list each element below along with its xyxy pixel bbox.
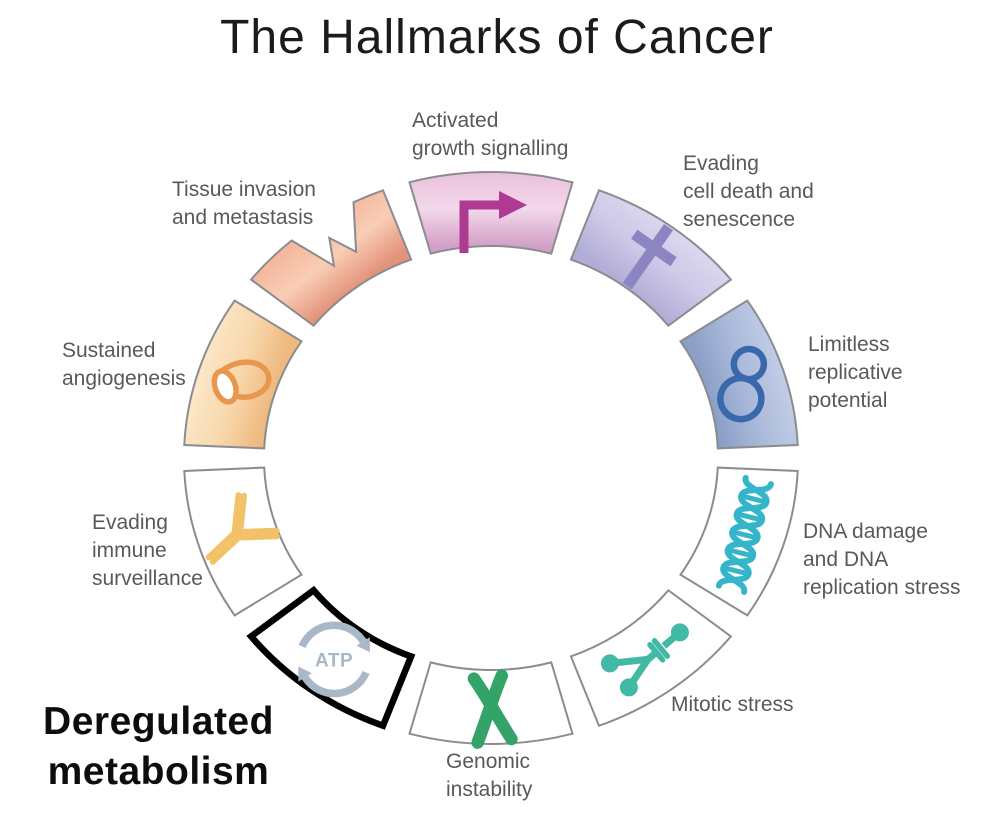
label-dna-damage-and-dna-replication-stress: DNA damage and DNA replication stress (803, 520, 961, 599)
chromosome-icon (467, 669, 518, 749)
dna-helix-icon (715, 474, 774, 595)
label-tissue-invasion-and-metastasis: Tissue invasion and metastasis (172, 178, 316, 229)
atp-text: ATP (315, 650, 353, 671)
label-mitotic-stress: Mitotic stress (671, 693, 794, 716)
deregulated-metabolism-label: Deregulated metabolism (6, 697, 311, 797)
antibody-icon (205, 492, 280, 565)
deregulated-metabolism-label-line2: metabolism (47, 750, 270, 793)
label-activated-growth-signalling: Activated growth signalling (412, 109, 569, 160)
deregulated-metabolism-label-line1: Deregulated (43, 700, 274, 743)
figure-eight-icon (717, 345, 768, 423)
segment-evading-immune-surveillance (183, 466, 303, 617)
label-sustained-angiogenesis: Sustained angiogenesis (62, 339, 186, 390)
segment-sustained-angiogenesis (183, 299, 303, 450)
label-evading-cell-death-and-senescence: Evading cell death and senescence (683, 152, 814, 231)
bent-arrow-icon (459, 191, 527, 253)
label-evading-immune-surveillance: Evading immune surveillance (92, 511, 203, 590)
atp-cycle-icon: ATP (298, 621, 370, 698)
label-genomic-instability: Genomic instability (446, 750, 533, 801)
spindle-icon (600, 623, 689, 697)
vessel-icon (211, 359, 272, 405)
label-limitless-replicative-potential: Limitless replicative potential (808, 333, 903, 412)
segment-tissue-invasion-and-metastasis (249, 189, 413, 328)
segment-activated-growth-signalling (408, 171, 574, 255)
cross-icon (622, 223, 677, 290)
diagram-title: The Hallmarks of Cancer (220, 11, 774, 64)
segment-deregulated-metabolism (246, 585, 416, 730)
